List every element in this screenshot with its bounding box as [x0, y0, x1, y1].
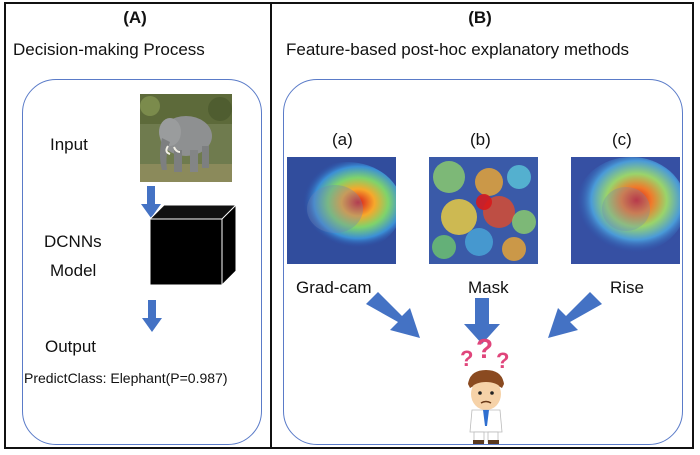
rise-heatmap-image [571, 157, 680, 264]
arrow-down-icon [464, 298, 500, 344]
confused-person-icon: ? ? ? [456, 338, 516, 444]
method-tag-a: (a) [332, 130, 353, 149]
output-label: Output [45, 337, 97, 356]
svg-text:?: ? [460, 346, 473, 371]
model-label-line2: Model [50, 261, 97, 280]
mask-heatmap-image [429, 157, 538, 264]
arrow-down-icon [141, 186, 161, 218]
figure-frame [4, 2, 694, 449]
method-tag-c: (c) [612, 130, 632, 149]
dcnn-model-cube-icon [150, 205, 236, 285]
arrow-diagonal-left-icon [364, 290, 424, 342]
panel-a-box [22, 79, 262, 445]
method-name-mask: Mask [468, 278, 509, 297]
panel-divider [270, 2, 272, 449]
method-name-gradcam: Grad-cam [296, 278, 372, 297]
svg-text:?: ? [476, 338, 493, 364]
method-name-rise: Rise [610, 278, 645, 297]
prediction-text: PredictClass: Elephant(P=0.987) [24, 370, 228, 386]
elephant-input-image [140, 94, 232, 182]
arrow-down-icon [142, 300, 162, 332]
model-label-line1: DCNNs [44, 232, 102, 251]
panel-b-title: Feature-based post-hoc explanatory metho… [286, 40, 630, 59]
panel-b-header: (B) [468, 8, 492, 27]
arrow-diagonal-right-icon [544, 290, 604, 342]
panel-a-title: Decision-making Process [13, 40, 205, 59]
panel-a-header: (A) [123, 8, 147, 27]
gradcam-heatmap-image [287, 157, 396, 264]
svg-text:?: ? [496, 348, 509, 373]
panel-b-box [283, 79, 683, 445]
method-tag-b: (b) [470, 130, 491, 149]
input-label: Input [50, 135, 88, 154]
